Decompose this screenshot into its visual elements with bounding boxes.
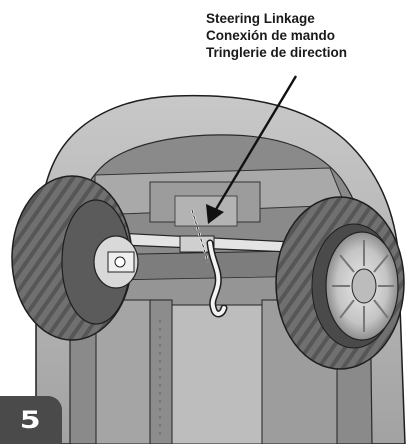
callout-line-english: Steering Linkage [206, 11, 315, 26]
center-block-inner [174, 195, 238, 227]
left-wheel [11, 175, 139, 341]
right-wheel [275, 196, 405, 370]
lower-center-post [149, 299, 173, 444]
axle-bracket [179, 235, 215, 253]
step-badge: 5 [0, 396, 62, 444]
step-number: 5 [19, 406, 43, 434]
callout-pointer [210, 75, 298, 217]
callout-line-spanish: Conexión de mando [206, 28, 336, 43]
lower-center-panel [171, 304, 263, 444]
callout-label: Steering Linkage Conexión de mando Tring… [206, 10, 347, 61]
callout-line-french: Tringlerie de direction [206, 45, 348, 60]
